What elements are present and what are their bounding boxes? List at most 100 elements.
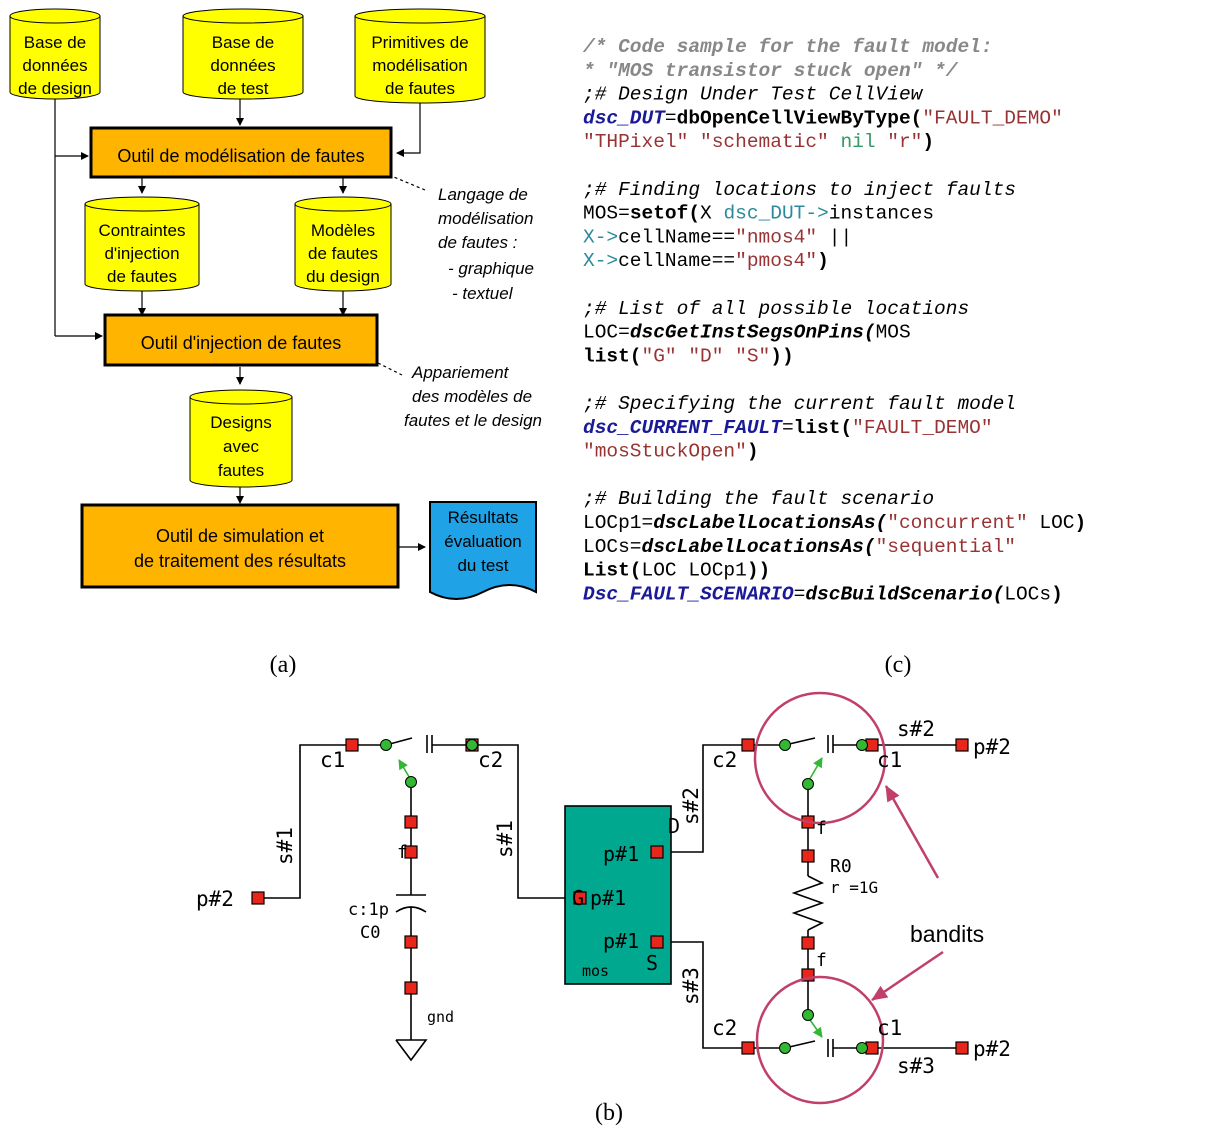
switch-node	[802, 1009, 814, 1021]
c2-top-label: c2	[712, 748, 737, 772]
code-line: LOC=dscGetInstSegsOnPins(MOS	[583, 322, 911, 344]
f-bottom-label: f	[816, 950, 827, 971]
code-token: =	[665, 107, 677, 129]
cap-value-label: c:1p	[348, 900, 389, 920]
switch-node	[779, 739, 791, 751]
c1-bottom-label: c1	[877, 1016, 902, 1040]
lang-note: Langage de modélisation de fautes : - gr…	[438, 185, 534, 303]
code-line: X->cellName=="pmos4")	[583, 250, 829, 272]
code-token: "concurrent"	[887, 512, 1027, 534]
bandit-circles	[753, 691, 944, 1105]
code-token: dscLabelLocationsAs(	[642, 536, 876, 558]
bandit-circle-bottom	[755, 975, 885, 1105]
results-document: Résultats évaluation du test	[429, 501, 537, 600]
res-name-label: R0	[830, 856, 852, 877]
panel-c: /* Code sample for the fault model: * "M…	[582, 36, 1086, 678]
pin-marker	[955, 738, 969, 752]
code-token: LOCs=	[583, 536, 642, 558]
faulty-designs-line3: fautes	[218, 461, 264, 480]
f-top-label: f	[816, 818, 827, 839]
code-token: MOS=	[583, 203, 630, 225]
code-token: "G" "D" "S"	[642, 345, 771, 367]
code-line: * "MOS transistor stuck open" */	[583, 60, 959, 82]
code-token: )	[922, 131, 934, 153]
code-token: cellName==	[618, 226, 735, 248]
switch-node	[466, 739, 478, 751]
code-token: X->	[583, 226, 618, 248]
tool-sim-box: Outil de simulation et de traitement des…	[80, 503, 400, 589]
code-token: "pmos4"	[735, 250, 817, 272]
switch-node	[802, 778, 814, 790]
switch-node	[856, 1042, 868, 1054]
code-token: dscGetInstSegsOnPins(	[630, 322, 876, 344]
code-token: "FAULT_DEMO"	[852, 417, 992, 439]
code-token: "THPixel" "schematic"	[583, 131, 829, 153]
code-token: dsc_CURRENT_FAULT	[583, 417, 783, 439]
switch-node	[779, 1042, 791, 1054]
constraints-line3: de fautes	[107, 267, 177, 286]
code-token: "mosStuckOpen"	[583, 441, 747, 463]
lang-note-line3: de fautes :	[438, 233, 518, 252]
code-token: LOCp1=	[583, 512, 653, 534]
fault-models-cylinder: Modèles de fautes du design	[294, 196, 392, 292]
s3-bottom-label: s#3	[897, 1054, 935, 1078]
lang-note-line2: modélisation	[438, 209, 533, 228]
tool-model-box: Outil de modélisation de fautes	[89, 126, 393, 179]
tool-sim-line1: Outil de simulation et	[156, 526, 324, 546]
pin-marker	[404, 815, 418, 829]
db-test-cylinder: Base de données de test	[182, 8, 304, 100]
code-token: dscBuildScenario(	[805, 583, 1004, 605]
code-token: list(	[794, 417, 853, 439]
code-line: "mosStuckOpen")	[583, 441, 759, 463]
code-line: X->cellName=="nmos4" ||	[583, 226, 852, 248]
match-note-line2: des modèles de	[412, 387, 532, 406]
code-token: List(	[583, 560, 642, 582]
code-token: LOC=	[583, 322, 630, 344]
pin-marker	[741, 738, 755, 752]
mos-d-label: D	[668, 814, 680, 838]
code-line: LOCs=dscLabelLocationsAs("sequential"	[583, 536, 1016, 558]
tool-model-label: Outil de modélisation de fautes	[117, 146, 364, 166]
code-token: dsc_DUT->	[723, 203, 828, 225]
mos-p1-d-label: p#1	[603, 842, 639, 866]
code-token: ||	[817, 226, 852, 248]
panel-a: Base de données de design Base de donnée…	[9, 8, 542, 678]
code-token: ;# Design Under Test CellView	[583, 84, 924, 106]
code-token: dbOpenCellViewByType(	[677, 107, 923, 129]
pin-marker	[955, 1041, 969, 1055]
code-token: cellName==	[618, 250, 735, 272]
switch-node	[405, 776, 417, 788]
results-line3: du test	[457, 556, 508, 575]
pin-marker	[251, 891, 265, 905]
code-token: "nmos4"	[735, 226, 817, 248]
code-line: /* Code sample for the fault model:	[582, 36, 993, 58]
bandit-arrow-top	[884, 785, 940, 879]
s2-top-label: s#2	[897, 717, 935, 741]
pin-marker	[650, 845, 664, 859]
db-test-line1: Base de	[212, 33, 274, 52]
code-token: Dsc_FAULT_SCENARIO	[583, 583, 794, 605]
nodes-layer	[380, 739, 868, 1054]
panel-c-label: (c)	[885, 652, 912, 678]
code-token: )	[817, 250, 829, 272]
faulty-designs-line1: Designs	[210, 413, 271, 432]
code-line: "THPixel" "schematic" nil "r")	[583, 131, 934, 153]
code-line: LOCp1=dscLabelLocationsAs("concurrent" L…	[583, 512, 1086, 534]
fault-models-line3: du design	[306, 267, 380, 286]
res-value-label: r =1G	[830, 878, 878, 897]
db-test-line2: données	[210, 56, 275, 75]
primitives-line2: modélisation	[372, 56, 467, 75]
code-token: =	[794, 583, 806, 605]
pin-marker	[404, 845, 418, 859]
code-token: )	[747, 441, 759, 463]
code-token: "FAULT_DEMO"	[922, 107, 1062, 129]
p2-left-label: p#2	[196, 887, 234, 911]
code-token: ;# Building the fault scenario	[583, 488, 934, 510]
code-line: ;# List of all possible locations	[583, 298, 969, 320]
code-token: dsc_DUT	[583, 107, 666, 129]
code-token: "sequential"	[876, 536, 1016, 558]
p2-bottom-label: p#2	[973, 1037, 1011, 1061]
f-cap-label: f	[397, 842, 408, 863]
db-design-cylinder: Base de données de design	[9, 8, 101, 100]
